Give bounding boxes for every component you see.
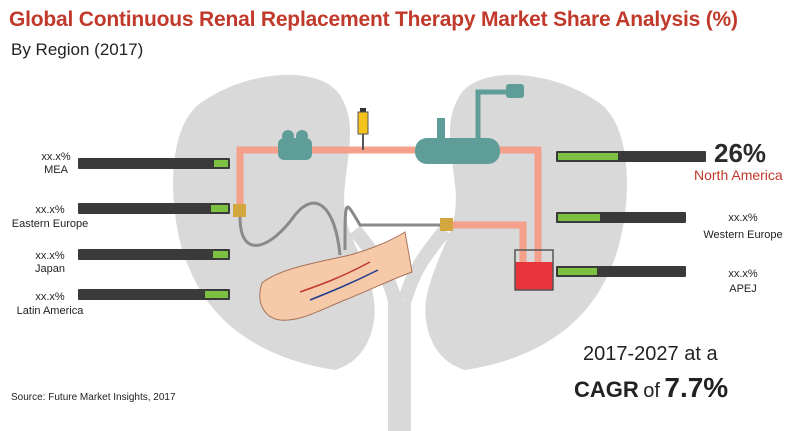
connector-right [440, 218, 453, 231]
bar-fill [214, 160, 228, 167]
north-america-share-value: 26% [714, 138, 767, 168]
right-region-name: APEJ [729, 283, 757, 295]
north-america-region-name: North America [694, 167, 783, 183]
right-region-value: xx.x% [728, 268, 758, 280]
dialysis-machine-icon [415, 84, 524, 164]
chart-subtitle: By Region (2017) [11, 40, 144, 59]
bar-track [556, 212, 686, 223]
left-region-name: Latin America [16, 305, 84, 317]
bar-track [556, 151, 706, 162]
bar-fill [558, 153, 618, 160]
cagr-value: 7.7% [664, 372, 729, 403]
cagr-period: 2017-2027 at a [583, 343, 718, 365]
center-stem-shape [389, 300, 411, 431]
bar-track [78, 289, 230, 300]
left-region-value: xx.x% [41, 151, 71, 163]
right-ureter-shape [398, 225, 451, 303]
arm-line-left [238, 201, 342, 256]
arm-line-right [343, 205, 440, 251]
connector-left [233, 204, 246, 217]
cagr-of-text: of [643, 380, 660, 402]
circuit-tube-top-left [236, 146, 415, 210]
arm-illustration-icon [259, 231, 413, 321]
bar-fill [558, 214, 600, 221]
blood-bag-icon [514, 249, 554, 291]
right-region-name: Western Europe [703, 229, 783, 241]
bar-track [78, 158, 230, 169]
pump-icon [278, 130, 312, 160]
bar-fill [205, 291, 228, 298]
syringe-icon [357, 108, 369, 150]
left-region-name: Eastern Europe [11, 218, 89, 230]
source-note: Source: Future Market Insights, 2017 [11, 392, 176, 403]
left-region-value: xx.x% [35, 291, 65, 303]
left-region-value: xx.x% [35, 250, 65, 262]
circuit-tube-return [450, 221, 527, 270]
left-region-value: xx.x% [35, 204, 65, 216]
left-region-name: MEA [44, 164, 68, 176]
bar-track [78, 249, 230, 260]
bar-track [78, 203, 230, 214]
cagr-statement: CAGR of 7.7% [574, 372, 728, 404]
bar-fill [213, 251, 228, 258]
bar-track [556, 266, 686, 277]
bar-fill [558, 268, 597, 275]
left-region-name: Japan [35, 263, 65, 275]
cagr-label: CAGR [574, 377, 639, 402]
bar-fill [211, 205, 228, 212]
chart-title: Global Continuous Renal Replacement Ther… [9, 8, 738, 31]
right-region-value: xx.x% [728, 212, 758, 224]
